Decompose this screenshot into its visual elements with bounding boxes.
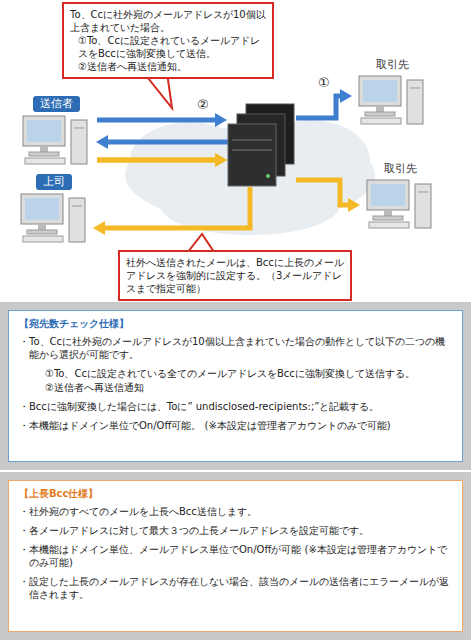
node-text: ②送信者へ再送信通知: [19, 381, 452, 394]
panel-heading: 【宛先数チェック仕様】: [19, 317, 452, 330]
pc-tower: [69, 198, 85, 242]
flow-line: [97, 118, 217, 123]
arrow-head: [348, 198, 360, 212]
computer-node: 取引先: [360, 162, 440, 230]
monitor: [21, 194, 63, 224]
flow-line: [97, 158, 217, 163]
pc-tower: [71, 120, 87, 164]
stand-base: [365, 112, 395, 116]
panel-body: 【上長Bcc仕様】・社外宛のすべてのメールを上長へBcc送信します。・各メールア…: [8, 480, 463, 632]
arrow-head: [215, 153, 227, 167]
spec-panel: 【上長Bcc仕様】・社外宛のすべてのメールを上長へBcc送信します。・各メールア…: [0, 472, 471, 640]
pc-tower: [415, 184, 431, 228]
stand: [38, 224, 46, 230]
computer-icon: [365, 178, 435, 230]
keyboard: [23, 236, 63, 242]
node-text: ・To、Ccに社外宛のメールアドレスが10個以上含まれていた場合の動作として以下…: [19, 335, 452, 361]
stand: [40, 146, 48, 152]
server-slot: [232, 150, 272, 151]
drive-slot: [418, 192, 428, 193]
computer-node: 送信者: [15, 96, 97, 166]
panel-heading: 【上長Bcc仕様】: [19, 487, 452, 500]
server-led: [266, 174, 270, 178]
node-text: ①To、Ccに設定されている全てのメールアドレスをBccに強制変換して送信する。: [19, 367, 452, 380]
screen: [25, 198, 59, 220]
drive-slot: [410, 88, 420, 89]
node-text: To、Ccに社外宛のメールアドレスが10個以上含まれていた場合。: [70, 8, 266, 34]
return-line: [106, 140, 228, 145]
callout-box: To、Ccに社外宛のメールアドレスが10個以上含まれていた場合。①To、Ccに設…: [62, 2, 274, 79]
pc-tower: [407, 80, 423, 124]
monitor: [23, 116, 65, 146]
server: [228, 104, 294, 186]
stand: [384, 210, 392, 216]
flow-line: [97, 158, 217, 163]
keyboard: [361, 118, 401, 124]
arrow-head: [215, 153, 227, 167]
stand-base: [27, 230, 57, 234]
arrow-head: [215, 113, 227, 127]
arrow-head: [93, 221, 105, 235]
computer-node: 上司: [15, 174, 93, 244]
monitor: [359, 76, 401, 106]
stand-base: [373, 216, 403, 220]
node-text: ・各メールアドレスに対して最大３つの上長メールアドレスを設定可能です。: [19, 524, 452, 537]
computer-icon: [19, 192, 89, 244]
screen: [371, 184, 405, 206]
computer-icon: [21, 114, 91, 166]
keyboard: [369, 222, 409, 228]
drive-slot: [72, 206, 82, 207]
callout-number: ②: [197, 98, 209, 112]
keyboard: [25, 158, 65, 164]
screen: [363, 80, 397, 102]
screen: [27, 120, 61, 142]
computer-node: 取引先: [352, 58, 432, 126]
flow-line: [296, 180, 350, 205]
node-text: ・本機能はドメイン単位でOn/Off可能。 (※本設定は管理者アカウントのみで可…: [19, 419, 452, 432]
node-text: 送信者: [33, 96, 80, 112]
flow-arrow: [97, 89, 352, 127]
flow-line: [103, 187, 250, 228]
flow-arrow: [93, 153, 250, 235]
node-text: 上司: [36, 174, 72, 190]
monitor: [367, 180, 409, 210]
flow-line: [296, 96, 342, 118]
callout-box: 社外へ送信されたメールは、Bccに上長のメールアドレスを強制的に設定する。（3メ…: [118, 250, 352, 301]
return-arrow: [96, 135, 228, 149]
callout-number: ①: [318, 76, 330, 90]
node-text: ・本機能はドメイン単位、メールアドレス単位でOn/Offが可能 (※本設定は管理…: [19, 543, 452, 569]
drive-slot: [74, 128, 84, 129]
node-text: ・社外宛のすべてのメールを上長へBcc送信します。: [19, 505, 452, 518]
node-text: ①To、Ccに設定されているメールアドレスをBccに強制変換して送信。: [70, 34, 266, 60]
stand-base: [29, 152, 59, 156]
server-slot: [232, 140, 272, 141]
node-text: ②送信者へ再送信通知。: [70, 60, 266, 73]
arrow-head: [340, 89, 352, 103]
panel-body: 【宛先数チェック仕様】・To、Ccに社外宛のメールアドレスが10個以上含まれてい…: [8, 310, 463, 462]
computer-icon: [357, 74, 427, 126]
node-text: 社外へ送信されたメールは、Bccに上長のメールアドレスを強制的に設定する。（3メ…: [126, 256, 344, 295]
node-text: ・Bccに強制変換した場合には、Toに” undisclosed-recipie…: [19, 400, 452, 413]
node-text: ・設定した上長のメールアドレスが存在しない場合、該当のメールの送信者にエラーメー…: [19, 575, 452, 601]
spec-panel: 【宛先数チェック仕様】・To、Ccに社外宛のメールアドレスが10個以上含まれてい…: [0, 302, 471, 470]
node-text: 取引先: [384, 162, 417, 176]
server-box: [228, 124, 276, 186]
node-text: 取引先: [376, 58, 409, 72]
arrow-head: [96, 135, 108, 149]
stand: [376, 106, 384, 112]
